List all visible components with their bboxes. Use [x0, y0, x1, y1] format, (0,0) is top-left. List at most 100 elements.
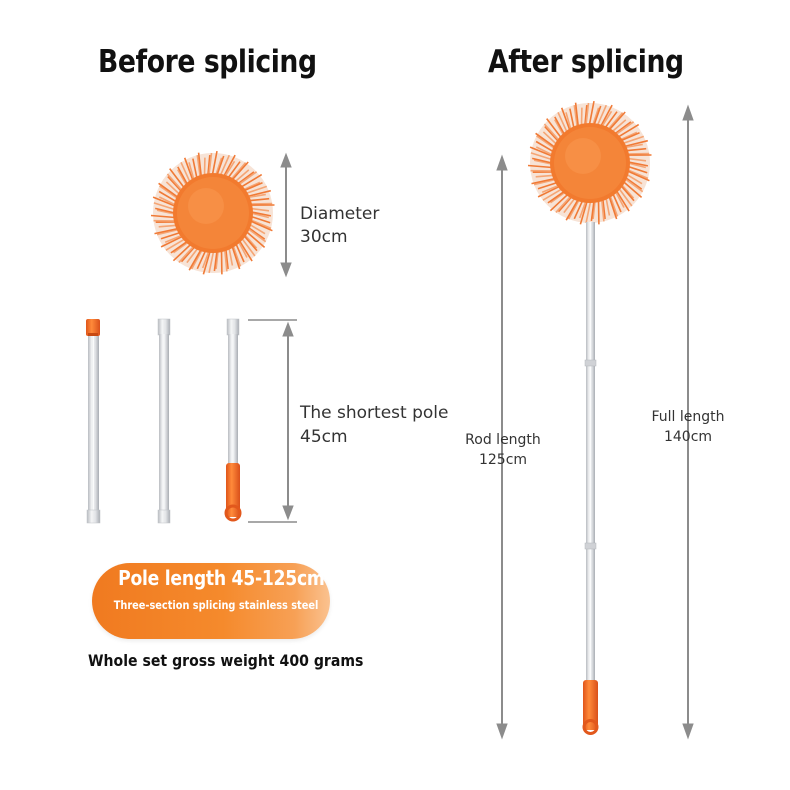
fringe-strand — [224, 160, 236, 178]
fringe-strand — [197, 152, 203, 177]
diameter-label: Diameter — [300, 204, 380, 224]
fringe-strand — [617, 187, 633, 207]
pole-length-badge — [92, 563, 330, 639]
fringe-strand — [542, 131, 558, 146]
fringe-strand — [588, 100, 595, 126]
fringe-strand — [617, 123, 640, 138]
fringe-strand — [596, 104, 608, 127]
fringe-strand — [614, 121, 635, 136]
fringe-strand — [592, 107, 600, 126]
fringe-strand — [592, 200, 596, 219]
fringe-strand — [601, 110, 613, 128]
fringe-strand — [228, 247, 234, 266]
fringe-strand — [585, 200, 592, 224]
fringe-strand — [249, 220, 273, 232]
after-splicing-heading: After splicing — [488, 44, 684, 80]
fringe-strand — [245, 230, 266, 249]
shortest-pole-arrow — [248, 319, 297, 523]
fringe-strand — [554, 116, 566, 136]
fringe-strand — [180, 245, 196, 263]
fringe-strand — [238, 240, 253, 262]
fringe-strand — [192, 158, 198, 179]
fringe-strand — [173, 241, 189, 254]
full-length-arrow — [682, 104, 694, 740]
fringe-strand — [532, 157, 553, 164]
fringe-strand — [602, 198, 606, 220]
fringe-strand — [578, 200, 587, 219]
fringe-strand — [177, 166, 189, 186]
fringe-strand — [225, 248, 229, 270]
fringe-strand — [535, 132, 556, 149]
fringe-strand — [579, 200, 588, 225]
fringe-strand — [533, 159, 553, 165]
fringe-strand — [573, 199, 584, 220]
fringe-strand — [605, 197, 611, 216]
fringe-strand — [155, 207, 176, 214]
fringe-strand — [219, 154, 231, 177]
mop-head-before — [150, 150, 275, 275]
fringe-strand — [159, 185, 179, 200]
fringe-strand — [537, 185, 561, 198]
fringe-strand — [585, 102, 590, 126]
fringe-strand — [207, 155, 211, 176]
fringe-strand — [165, 181, 181, 196]
fringe-strand — [557, 195, 573, 213]
fringe-strand — [153, 202, 176, 211]
fringe-strand — [624, 176, 643, 190]
fringe-strand — [531, 177, 556, 185]
fringe-strand — [569, 108, 575, 129]
fringe-strand — [627, 165, 648, 174]
fringe-strand — [535, 140, 555, 153]
fringe-strand — [607, 112, 624, 131]
fringe-strand — [608, 111, 626, 131]
rod-length-label: Rod length — [465, 432, 541, 448]
rod-length-arrow — [496, 154, 508, 740]
fringe-strand — [557, 111, 568, 133]
fringe-strand — [154, 227, 179, 235]
fringe-strand — [190, 249, 204, 270]
pole-section-2 — [157, 318, 171, 524]
fringe-strand — [170, 240, 189, 254]
fringe-strand — [622, 135, 645, 145]
fringe-strand — [240, 237, 256, 257]
fringe-strand — [560, 107, 571, 131]
fringe-strand — [169, 168, 186, 189]
fringe-strand — [624, 177, 644, 193]
fringe-strand — [248, 223, 266, 235]
fringe-strand — [624, 139, 648, 148]
fringe-strand — [542, 188, 563, 201]
fringe-strand — [247, 189, 271, 198]
fringe-strand — [537, 181, 558, 190]
fringe-strand — [250, 219, 272, 230]
fringe-strand — [202, 250, 211, 275]
rod-length-value: 125cm — [478, 452, 528, 468]
fringe-strand — [167, 176, 183, 193]
fringe-strand — [158, 196, 177, 206]
fringe-strand — [237, 171, 255, 185]
fringe-strand — [158, 190, 178, 203]
fringe-strand — [223, 249, 228, 272]
fringe-strand — [626, 152, 650, 155]
fringe-strand — [250, 207, 270, 212]
fringe-strand — [250, 212, 269, 219]
pole-length-subtitle: Three-section splicing stainless steel — [113, 598, 319, 612]
fringe-strand — [533, 178, 556, 186]
diameter-arrow — [280, 152, 292, 278]
fringe-strand — [627, 161, 649, 167]
fringe-strand — [247, 226, 266, 240]
fringe-strand — [563, 197, 576, 214]
fringe-strand — [535, 146, 554, 156]
fringe-strand — [158, 224, 178, 228]
fringe-strand — [574, 102, 580, 127]
fringe-strand — [550, 191, 566, 204]
gross-weight-text: Whole set gross weight 400 grams — [88, 651, 364, 670]
fringe-strand — [612, 193, 622, 213]
fringe-strand — [183, 157, 194, 181]
fringe-strand — [160, 235, 184, 248]
fringe-strand — [178, 245, 195, 263]
fringe-strand — [216, 155, 225, 176]
fringe-strand — [599, 104, 613, 127]
fringe-strand — [584, 105, 588, 126]
fringe-strand — [535, 174, 555, 178]
